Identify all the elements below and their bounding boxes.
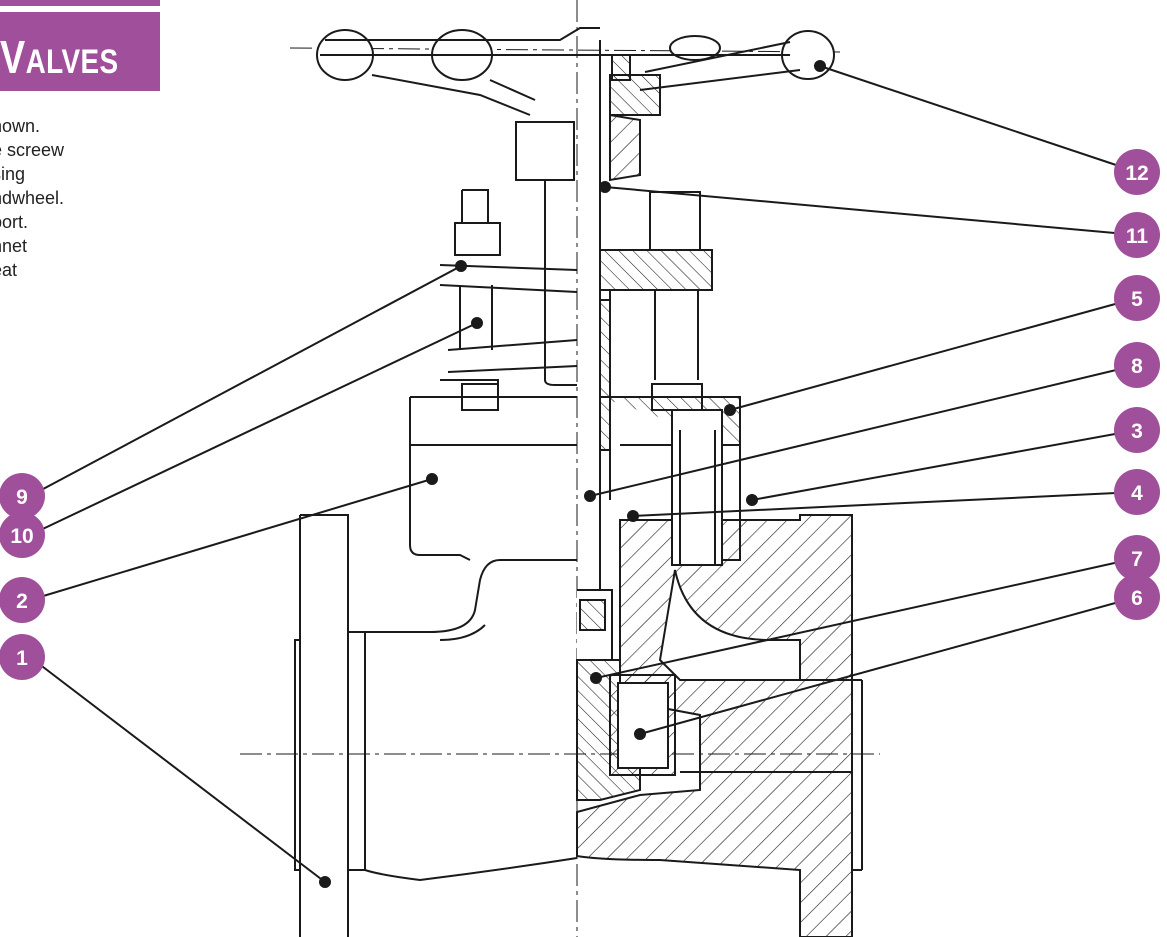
description-line: eat — [0, 260, 18, 280]
svg-text:2: 2 — [16, 590, 28, 613]
description-line: ndwheel. — [0, 188, 65, 208]
svg-text:4: 4 — [1131, 482, 1143, 505]
section-title: VALVES — [0, 31, 119, 83]
callout-badge: 3 — [1114, 407, 1160, 453]
callout-badge: 4 — [1114, 469, 1160, 515]
callout-badge: 11 — [1114, 212, 1160, 258]
stem — [515, 40, 613, 661]
svg-text:9: 9 — [16, 486, 28, 509]
bonnet — [409, 379, 741, 566]
description-line: sing — [0, 164, 26, 184]
svg-text:12: 12 — [1125, 162, 1148, 185]
svg-text:1: 1 — [16, 647, 28, 670]
svg-text:5: 5 — [1131, 288, 1143, 311]
leader-lines — [29, 60, 1138, 888]
svg-text:3: 3 — [1131, 420, 1143, 443]
description-line: nnet — [0, 236, 28, 256]
handwheel — [316, 27, 835, 182]
callout-badge: 8 — [1114, 342, 1160, 388]
yoke — [439, 189, 713, 380]
callout-badges: 12 11 5 8 3 4 7 6 — [0, 149, 1160, 680]
svg-text:8: 8 — [1131, 355, 1143, 378]
wedge-seat — [576, 659, 676, 801]
callout-badge: 7 — [1114, 535, 1160, 581]
svg-text:6: 6 — [1131, 587, 1143, 610]
description-line: e screew — [0, 140, 65, 160]
description-line: port. — [0, 212, 29, 232]
description-text: hown. e screew sing ndwheel. port. nnet … — [0, 114, 110, 282]
svg-text:7: 7 — [1131, 548, 1143, 571]
callout-badge: 5 — [1114, 275, 1160, 321]
description-line: hown. — [0, 116, 41, 136]
section-title-box: VALVES — [0, 12, 160, 91]
title-rule — [0, 0, 160, 6]
callout-badge: 9 — [0, 473, 45, 519]
valve-body — [294, 514, 863, 937]
callout-badge: 2 — [0, 577, 45, 623]
svg-text:10: 10 — [10, 525, 33, 548]
callout-badge: 1 — [0, 634, 45, 680]
callout-badge: 10 — [0, 512, 45, 558]
callout-badge: 6 — [1114, 574, 1160, 620]
callout-badge: 12 — [1114, 149, 1160, 195]
svg-text:11: 11 — [1126, 225, 1149, 248]
